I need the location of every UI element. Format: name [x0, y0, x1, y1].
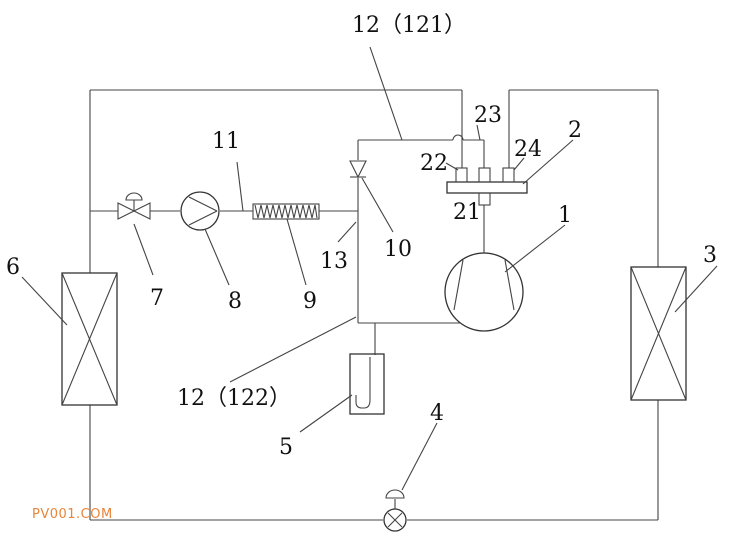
- label-22: 22: [420, 151, 448, 176]
- label-23: 23: [474, 103, 502, 128]
- leader-3: [674, 265, 718, 313]
- label-5: 5: [279, 435, 293, 460]
- port-22: [455, 167, 468, 183]
- leader-9: [286, 218, 307, 286]
- label-10: 10: [384, 237, 412, 262]
- check-valve-10: [349, 160, 367, 179]
- leader-11: [236, 161, 244, 212]
- valve-7: [117, 192, 151, 220]
- four-way-valve-2: [446, 167, 528, 206]
- piping: [89, 89, 659, 521]
- label-1: 1: [558, 203, 572, 228]
- coil-9: [252, 203, 320, 220]
- accumulator-5: [349, 353, 385, 415]
- label-12-121: 12（121）: [352, 13, 466, 38]
- leader-22: [445, 162, 459, 171]
- label-3: 3: [703, 243, 717, 268]
- label-2: 2: [568, 118, 582, 143]
- label-8: 8: [228, 289, 242, 314]
- leader-23: [476, 124, 481, 141]
- port-24: [502, 167, 515, 183]
- heat-exchanger-6: [61, 272, 118, 406]
- label-21: 21: [453, 200, 481, 225]
- leader-lines: [21, 46, 718, 491]
- pump-8: [180, 191, 220, 231]
- port-21: [478, 192, 491, 206]
- leader-2: [522, 139, 574, 185]
- leader-4: [401, 422, 438, 491]
- leader-12-121: [369, 46, 403, 141]
- heat-exchanger-3: [630, 266, 687, 401]
- label-9: 9: [303, 289, 317, 314]
- port-23: [478, 167, 491, 183]
- compressor-1: [444, 252, 524, 332]
- labels: 12（121） 23 22 24 2 21 1 3 6 7 8 9 11 10 …: [6, 13, 717, 460]
- leader-12-122: [229, 316, 357, 383]
- label-11: 11: [212, 129, 240, 154]
- leader-24: [513, 157, 525, 171]
- leader-6: [21, 276, 68, 326]
- leader-5: [299, 394, 353, 433]
- leader-1: [504, 224, 566, 273]
- label-6: 6: [6, 255, 20, 280]
- label-12-122: 12（122）: [177, 386, 291, 411]
- watermark: PV001.COM: [32, 507, 113, 522]
- label-4: 4: [430, 401, 444, 426]
- label-13: 13: [320, 249, 348, 274]
- leader-7: [133, 223, 154, 276]
- label-7: 7: [150, 286, 164, 311]
- leader-8: [204, 228, 230, 286]
- leader-10: [361, 177, 394, 233]
- leader-13: [337, 221, 357, 243]
- expansion-valve-4: [383, 489, 407, 532]
- pipe-crossover: [452, 134, 464, 141]
- label-24: 24: [514, 137, 542, 162]
